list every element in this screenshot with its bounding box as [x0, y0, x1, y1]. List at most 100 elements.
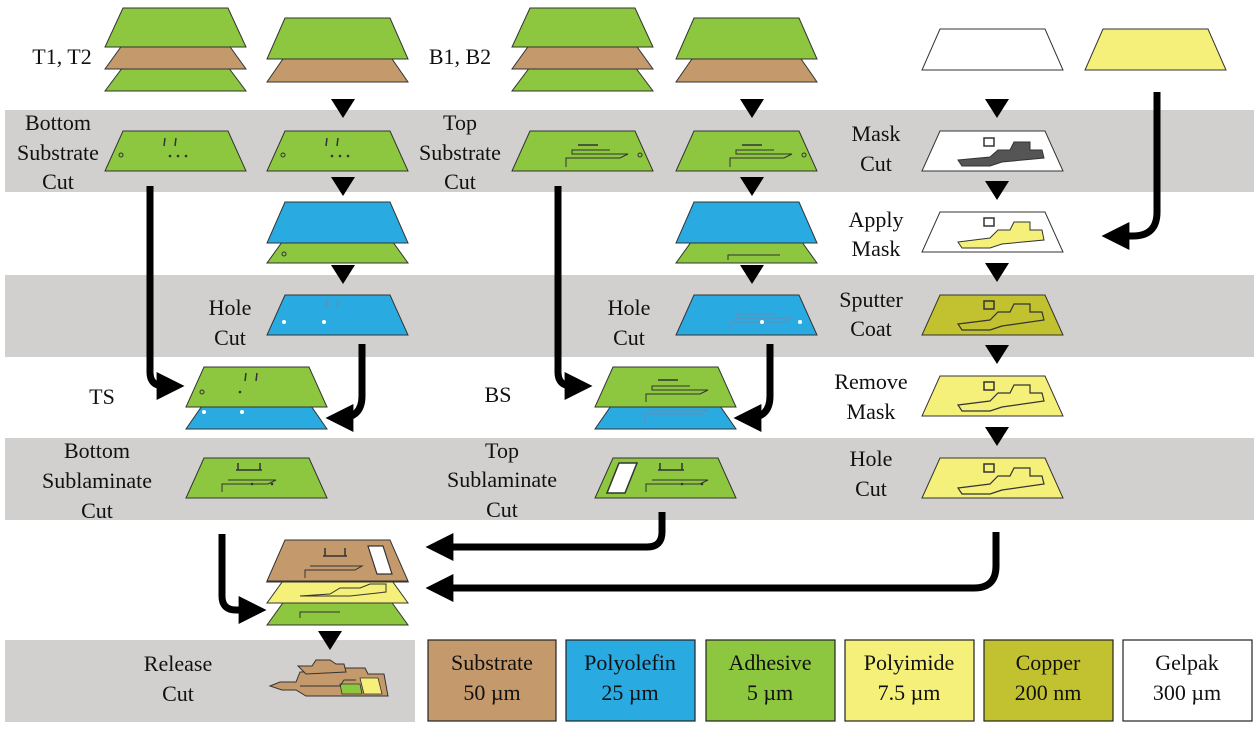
down-triangle-icon: [318, 631, 342, 650]
arrow-bottom-substrate-to-ts: [146, 186, 185, 400]
sheet-top-substrate-cut-2: [675, 130, 818, 172]
label-b1-b2: B1, B2: [429, 44, 491, 69]
legend-name: Substrate: [451, 650, 533, 675]
label-ts: TS: [89, 384, 115, 409]
stack-ts: [185, 366, 328, 430]
down-triangle-icon: [740, 265, 764, 284]
label-bottom-sublaminate-cut-1: Bottom: [64, 438, 130, 463]
legend-value: 5 µm: [747, 680, 793, 705]
legend-item-gelpak: Gelpak 300 µm: [1122, 639, 1253, 722]
label-top-sublaminate-cut-3: Cut: [486, 497, 518, 522]
sheet-apply-mask: [921, 211, 1064, 253]
down-triangle-icon: [331, 99, 355, 118]
stack-t2: [266, 17, 409, 83]
stack-bs: [594, 366, 737, 430]
sheet-bottom-sublaminate-cut: [185, 457, 328, 499]
label-top-substrate-cut-2: Substrate: [419, 140, 501, 165]
label-apply-mask-2: Mask: [852, 236, 901, 261]
label-top-sublaminate-cut-1: Top: [485, 438, 519, 463]
down-triangle-icon: [985, 181, 1009, 200]
stack-final-laminate: [265, 539, 410, 626]
label-bs: BS: [485, 382, 512, 407]
legend-value: 7.5 µm: [878, 680, 941, 705]
down-triangle-icon: [985, 99, 1009, 118]
legend-value: 300 µm: [1153, 680, 1221, 705]
legend-item-adhesive: Adhesive 5 µm: [705, 639, 836, 722]
label-hole-cut-left-1: Hole: [209, 295, 252, 320]
legend-value: 50 µm: [463, 680, 520, 705]
legend-name: Copper: [1016, 650, 1081, 675]
label-hole-cut-right-1: Hole: [850, 446, 893, 471]
sheet-sputter-coat: [921, 294, 1064, 336]
legend-item-polyolefin: Polyolefin 25 µm: [565, 639, 696, 722]
sheet-hole-cut-left: [266, 294, 409, 336]
label-top-substrate-cut-1: Top: [443, 110, 477, 135]
sheet-top-sublaminate-cut: [594, 457, 737, 499]
label-remove-mask-1: Remove: [834, 369, 907, 394]
down-triangle-icon: [740, 99, 764, 118]
down-triangle-icon: [985, 427, 1009, 446]
label-hole-cut-left-2: Cut: [214, 325, 246, 350]
label-apply-mask-1: Apply: [849, 207, 904, 232]
material-legend: Substrate 50 µm Polyolefin 25 µm Adhesiv…: [427, 639, 1253, 722]
legend-swatch: [705, 639, 836, 722]
arrow-hole-cut-to-ts: [325, 344, 366, 432]
legend-swatch: [565, 639, 696, 722]
legend-swatch: [427, 639, 557, 722]
label-top-substrate-cut-3: Cut: [444, 169, 476, 194]
label-top-sublaminate-cut-2: Sublaminate: [447, 467, 557, 492]
label-bottom-substrate-cut-3: Cut: [42, 169, 74, 194]
label-t1-t2: T1, T2: [32, 44, 91, 69]
legend-item-copper: Copper 200 nm: [983, 639, 1114, 722]
legend-swatch: [1122, 639, 1253, 722]
down-triangle-icon: [985, 345, 1009, 364]
stack-polyolefin-right: [675, 201, 818, 264]
label-sputter-coat-1: Sputter: [839, 287, 903, 312]
arrow-bottom-sublaminate-to-stack: [218, 534, 267, 624]
stack-polyolefin-left: [266, 201, 409, 264]
label-sputter-coat-2: Coat: [850, 316, 892, 341]
legend-name: Adhesive: [728, 650, 811, 675]
label-mask-cut-1: Mask: [852, 121, 901, 146]
legend-swatch: [983, 639, 1114, 722]
sheet-remove-mask: [921, 375, 1064, 417]
legend-item-substrate: Substrate 50 µm: [427, 639, 557, 722]
label-mask-cut-2: Cut: [860, 151, 892, 176]
label-release-cut-2: Cut: [162, 681, 194, 706]
stack-b2: [675, 17, 818, 83]
label-release-cut-1: Release: [144, 651, 212, 676]
legend-name: Polyolefin: [584, 650, 676, 675]
down-triangle-icon: [331, 177, 355, 196]
down-triangle-icon: [740, 177, 764, 196]
label-hole-cut-right-2: Cut: [855, 476, 887, 501]
down-triangle-icon: [985, 263, 1009, 282]
legend-value: 25 µm: [601, 680, 658, 705]
arrow-hole-cut-to-bs: [733, 344, 774, 432]
sheet-bottom-substrate-cut-1: [104, 130, 247, 172]
legend-item-polyimide: Polyimide 7.5 µm: [844, 639, 975, 722]
sheet-polyimide-raw: [1084, 28, 1227, 71]
sheet-hole-cut-mid: [675, 294, 818, 336]
arrow-hole-cut-to-stack: [425, 532, 1000, 602]
down-triangle-icon: [331, 265, 355, 284]
arrow-top-sublaminate-to-stack: [425, 512, 666, 561]
released-device: [268, 659, 389, 697]
arrow-top-substrate-to-bs: [554, 186, 593, 400]
arrow-polyimide-to-apply-mask: [1101, 92, 1161, 250]
legend-name: Gelpak: [1155, 650, 1219, 675]
label-bottom-sublaminate-cut-2: Sublaminate: [42, 468, 152, 493]
flow-arrows: [146, 92, 1161, 624]
legend-name: Polyimide: [864, 650, 954, 675]
label-remove-mask-2: Mask: [847, 399, 896, 424]
label-hole-cut-mid-2: Cut: [613, 325, 645, 350]
label-bottom-sublaminate-cut-3: Cut: [81, 498, 113, 523]
stack-b1: [511, 7, 654, 92]
sheet-bottom-substrate-cut-2: [266, 130, 409, 172]
label-bottom-substrate-cut-1: Bottom: [25, 110, 91, 135]
sheet-hole-cut-right: [921, 457, 1064, 499]
flow-triangles: [318, 99, 1009, 650]
sheet-gelpak-raw: [921, 28, 1064, 71]
legend-swatch: [844, 639, 975, 722]
sheet-mask-cut: [921, 130, 1064, 172]
